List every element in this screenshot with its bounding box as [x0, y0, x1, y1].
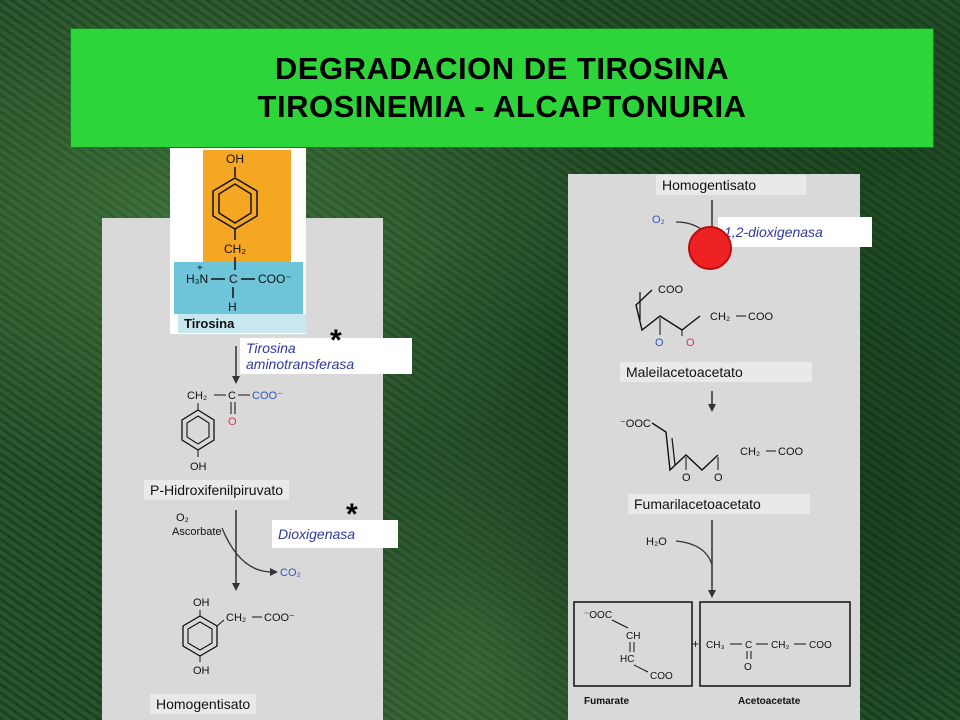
aa-o: O	[744, 662, 752, 673]
homogentisate-molecule: OH CH₂ COO⁻ OH	[182, 597, 295, 677]
tyrosine-oh: OH	[226, 152, 244, 166]
acetoacetate-caption: Acetoacetate	[738, 696, 801, 707]
acetoacetate-molecule: CH₃ C CH₂ COO O	[706, 640, 832, 673]
plus-sign: +	[692, 637, 699, 651]
maleylacetoacetate-molecule: COO O O CH₂ COO	[635, 284, 774, 349]
tyrosine-ring-highlight	[203, 150, 291, 262]
water-curve-arrow	[675, 540, 713, 566]
mal-o-1: O	[655, 337, 664, 349]
hga-coo: COO⁻	[264, 612, 295, 624]
p-hydroxyphenylpyruvate-molecule: CH₂ C COO⁻ O OH	[181, 390, 283, 473]
cofactor-ascorbate: Ascorbate	[172, 526, 222, 538]
aa-coo: COO	[809, 640, 832, 651]
mal-o-2: O	[686, 337, 695, 349]
fumarate-caption: Fumarate	[584, 696, 629, 707]
fumarate-box	[573, 601, 693, 687]
alkaptonuria-block-marker	[688, 226, 732, 270]
deficiency-star-1: *	[330, 324, 342, 357]
hga-ch2: CH₂	[226, 612, 246, 624]
homogentisate-label-right: Homogentisato	[656, 175, 806, 195]
php-c: C	[228, 390, 236, 402]
aa-ch2: CH₂	[771, 640, 789, 651]
tyrosine-aminotransferase-label: Tirosina aminotransferasa	[240, 338, 412, 374]
mal-ch2: CH₂	[710, 311, 730, 323]
title-banner: DEGRADACION DE TIROSINA TIROSINEMIA - AL…	[70, 28, 934, 148]
fumarate-coo: COO	[650, 671, 673, 682]
acetoacetate-box	[699, 601, 851, 687]
mal-coo-2: COO	[748, 311, 774, 323]
tyrosine-molecule: OH CH₂ H₃N + C COO⁻ H	[186, 152, 292, 314]
fumarylacetoacetate-molecule: ⁻OOC O O CH₂ COO	[620, 418, 804, 484]
homogentisate-label-left: Homogentisato	[150, 694, 257, 714]
fumarate-molecule: ⁻OOC CH HC COO	[584, 610, 673, 682]
cofactor-o2: O₂	[176, 512, 189, 524]
php-o: O	[228, 416, 237, 428]
tyrosine-ch2: CH₂	[224, 242, 246, 256]
php-ch2: CH₂	[187, 390, 207, 402]
co2-product: CO₂	[280, 567, 301, 579]
hga-oh-bottom: OH	[193, 665, 210, 677]
php-oh: OH	[190, 461, 207, 473]
dioxygenase-1-2-label: 1,2-dioxigenasa	[718, 217, 872, 247]
title-line-2: TIROSINEMIA - ALCAPTONURIA	[257, 89, 747, 124]
deficiency-star-2: *	[346, 498, 358, 531]
fumarylacetoacetate-label: Fumarilacetoacetato	[628, 494, 810, 514]
fum-o-1: O	[682, 472, 691, 484]
fumarate-hc: HC	[620, 654, 634, 665]
dioxygenase-label: Dioxigenasa	[272, 520, 398, 548]
php-coo: COO⁻	[252, 390, 283, 402]
tyrosine-label: Tirosina	[178, 314, 306, 333]
right-o2: O₂	[652, 214, 665, 226]
cofactor-curve-arrow	[221, 527, 273, 573]
tyrosine-h: H	[228, 300, 237, 314]
fum-coo: COO	[778, 446, 804, 458]
fum-o-2: O	[714, 472, 723, 484]
fum-ooc: ⁻OOC	[620, 418, 651, 430]
enzyme1-line1: Tirosina	[246, 340, 296, 356]
fumarate-ooc: ⁻OOC	[584, 610, 612, 621]
tyrosine-coo: COO⁻	[258, 272, 292, 286]
fumarate-ch: CH	[626, 631, 640, 642]
water-reactant: H₂O	[646, 536, 667, 548]
p-hydroxyphenylpyruvate-label: P-Hidroxifenilpiruvato	[144, 480, 290, 500]
tyrosine-amino-highlight	[174, 262, 303, 314]
svg-text:+: +	[197, 263, 203, 274]
mal-coo: COO	[658, 284, 684, 296]
tyrosine-h3n: H₃N	[186, 272, 208, 286]
tyrosine-alpha-c: C	[229, 272, 238, 286]
hga-oh-top: OH	[193, 597, 210, 609]
enzyme1-line2: aminotransferasa	[246, 356, 355, 372]
maleylacetoacetate-label: Maleilacetoacetato	[620, 362, 812, 382]
aa-c: C	[745, 640, 752, 651]
fum-ch2: CH₂	[740, 446, 760, 458]
title-line-1: DEGRADACION DE TIROSINA	[274, 51, 730, 86]
aa-ch3: CH₃	[706, 640, 725, 651]
